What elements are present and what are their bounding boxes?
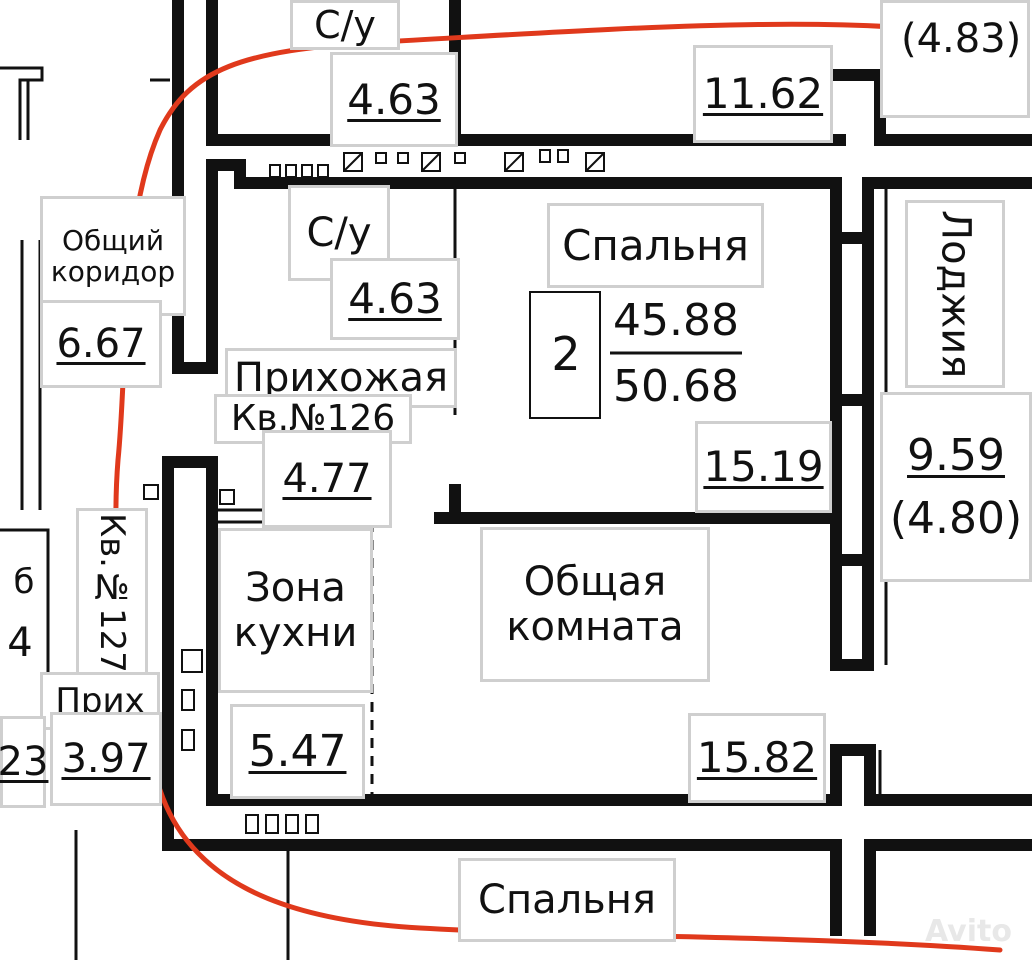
loggia-label: Лоджия — [905, 200, 1005, 388]
walls — [162, 0, 1032, 936]
hallway-area: 4.77 — [262, 430, 392, 528]
kitchen-zone-label: Зона кухни — [218, 528, 373, 693]
living-line-2: комната — [506, 603, 684, 650]
kitchen-area: 5.47 — [230, 704, 365, 799]
loggia-area-block: 9.59 (4.80) — [880, 392, 1032, 582]
bathroom-area: 4.63 — [330, 258, 460, 340]
apartment-127-label: Кв.№127 — [76, 508, 148, 678]
living-room-area: 15.82 — [688, 713, 826, 803]
kitchen-line-1: Зона — [245, 564, 346, 611]
watermark: Avito — [925, 914, 1012, 949]
bedroom-area: 15.19 — [695, 421, 832, 513]
living-line-1: Общая — [523, 558, 667, 605]
partial-area-23: 23 — [0, 716, 48, 808]
bedroom-bottom-label: Спальня — [458, 858, 676, 942]
loggia-area-reduced: (4.80) — [889, 493, 1023, 544]
corridor-label: Общий коридор — [40, 196, 186, 316]
living-room-label: Общая комната — [480, 527, 710, 682]
bathroom-top-label: С/у — [290, 0, 400, 50]
bathroom-top-area: 4.63 — [330, 52, 458, 147]
partial-label-b: б — [13, 561, 35, 602]
fixture-marks — [143, 149, 605, 834]
loggia-top-partial: (4.83) — [880, 0, 1030, 118]
bedroom-label: Спальня — [547, 203, 764, 288]
rooms-count: 2 — [551, 327, 581, 382]
total-area-value: 50.68 — [613, 361, 739, 413]
corridor-area: 6.67 — [40, 300, 162, 388]
partial-area-3-97: 3.97 — [50, 712, 162, 806]
partial-label-4: 4 — [7, 619, 33, 666]
corridor-line-2: коридор — [50, 255, 176, 288]
kitchen-line-2: кухни — [233, 609, 358, 656]
living-area-value: 45.88 — [613, 295, 739, 347]
room-area-11-62: 11.62 — [693, 45, 833, 143]
corridor-line-1: Общий — [61, 223, 165, 257]
loggia-area: 9.59 — [907, 429, 1005, 481]
